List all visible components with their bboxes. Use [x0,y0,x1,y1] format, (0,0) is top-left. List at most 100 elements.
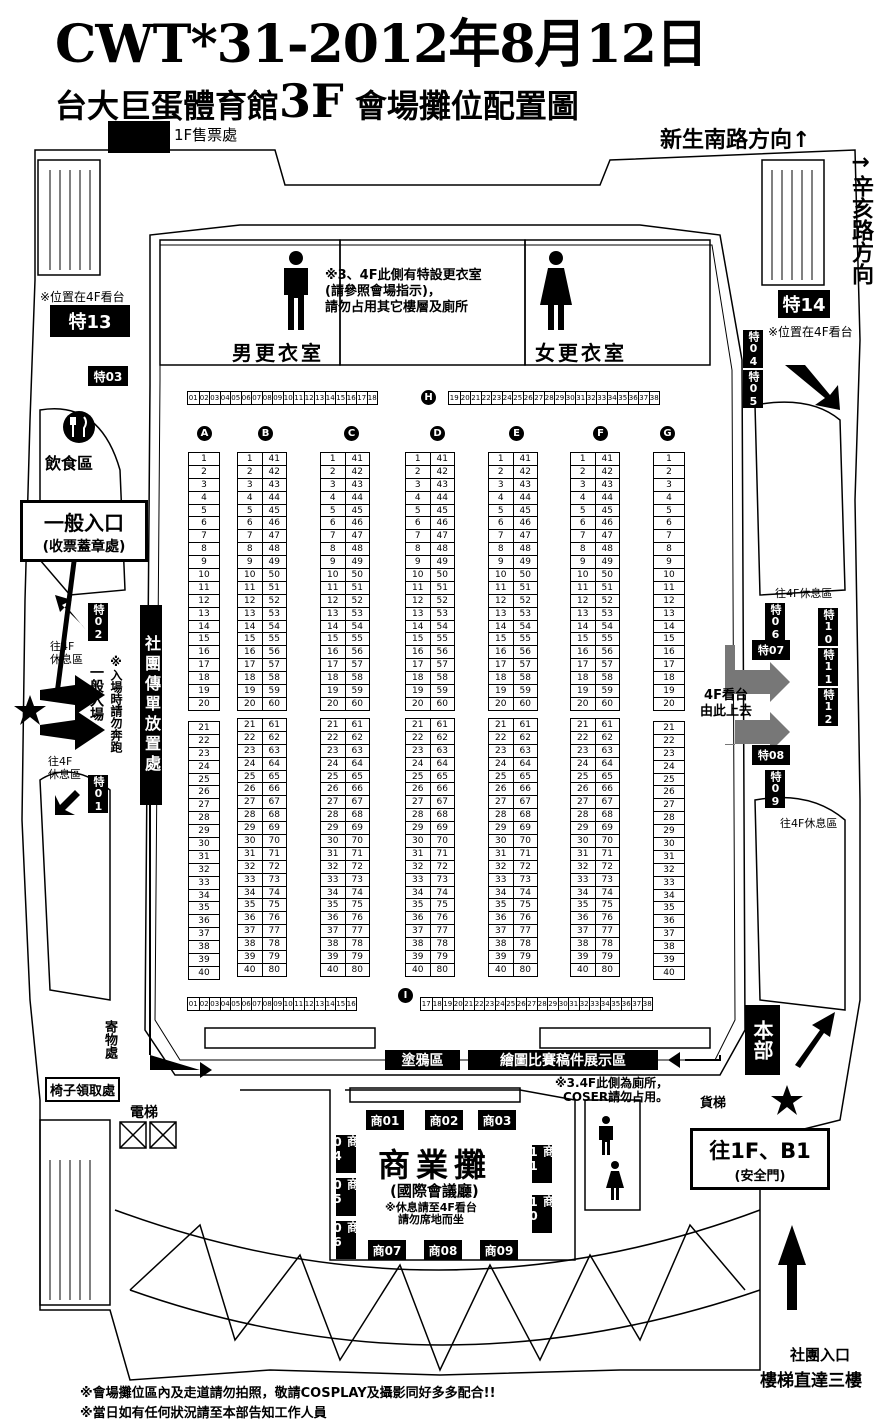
special-booth-t08[interactable]: 特08 [752,745,790,765]
booth-row[interactable]: 17 [189,659,219,673]
booth-row[interactable]: 40 [189,967,219,979]
booth-row[interactable]: 3 [654,479,684,492]
booth-row[interactable]: 36 [189,915,219,929]
booth-row[interactable]: 15 [654,633,684,647]
booth-row[interactable]: 14 [654,621,684,634]
booth-row[interactable]: 26 [189,786,219,800]
booth-row[interactable]: 39 [189,954,219,967]
commercial-booth-01[interactable]: 商01 [366,1110,404,1130]
booth-row[interactable]: 16 [189,646,219,660]
booth-row[interactable]: 4 [189,492,219,505]
booth-row[interactable]: 30 [189,838,219,851]
booth-row[interactable]: 22 [189,735,219,748]
commercial-booth-03[interactable]: 商03 [478,1110,516,1130]
special-booth-t02[interactable]: 特02 [88,603,108,641]
booth-row[interactable]: 18 [189,672,219,686]
commercial-booth-08[interactable]: 商08 [424,1240,462,1260]
booth-row[interactable]: 3 [189,479,219,492]
booth-row[interactable]: 2 [654,466,684,479]
special-booth-t12[interactable]: 特12 [818,688,838,726]
booth-row[interactable]: 6 [189,517,219,531]
special-booth-t07[interactable]: 特07 [752,640,790,660]
booth-row[interactable]: 25 [654,774,684,787]
booth-row[interactable]: 30 [654,838,684,851]
graffiti-area[interactable]: 塗鴉區 [385,1050,460,1070]
commercial-booth-07[interactable]: 商07 [368,1240,406,1260]
booth-row[interactable]: 28 [654,812,684,826]
booth-row[interactable]: 40 [654,967,684,979]
commercial-booth-02[interactable]: 商02 [425,1110,463,1130]
booth-row[interactable]: 35 [189,902,219,916]
booth-row[interactable]: 20 [189,698,219,710]
booth-row[interactable]: 11 [189,582,219,595]
booth-row[interactable]: 37 [189,928,219,942]
booth-row[interactable]: 12 [654,595,684,608]
